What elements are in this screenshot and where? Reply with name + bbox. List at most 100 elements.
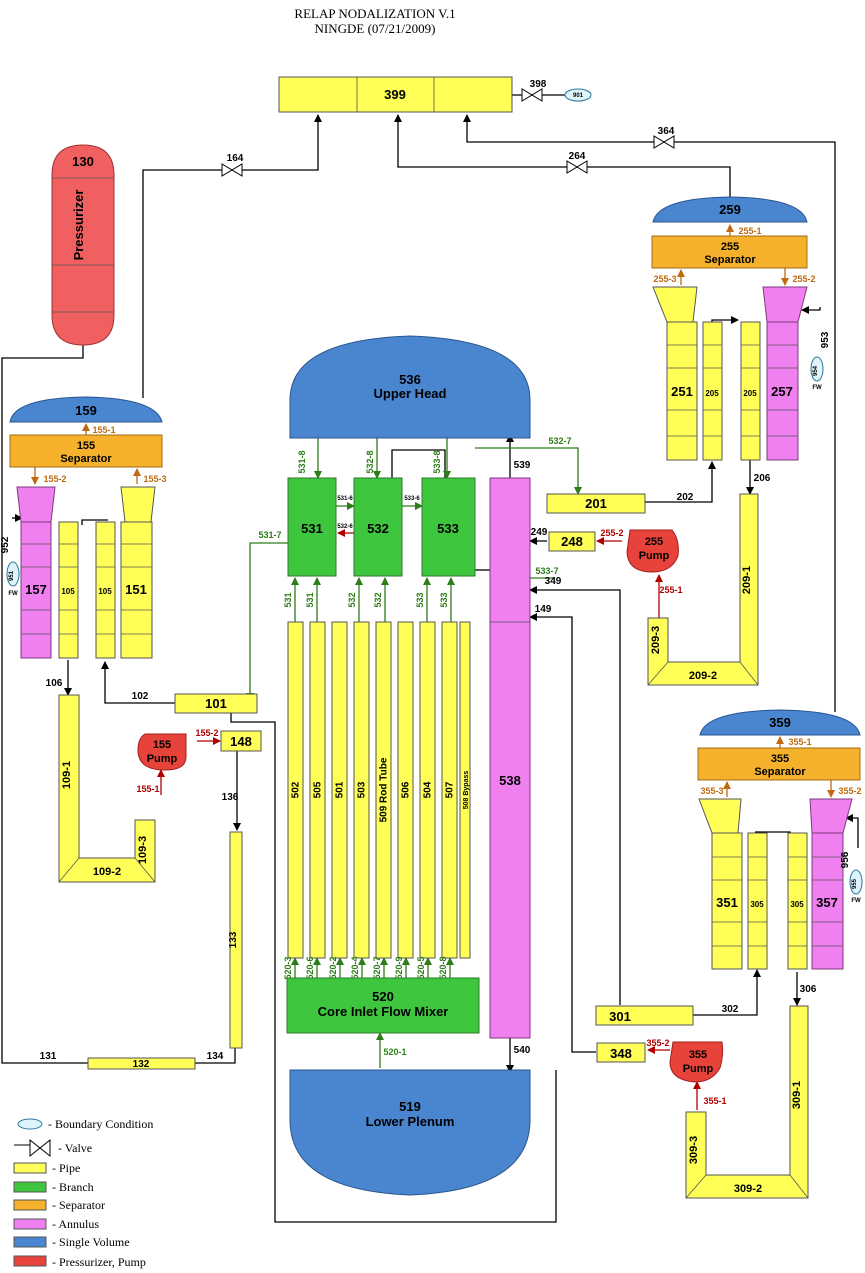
loop1-jn-106: 106 <box>46 678 63 689</box>
loop3-pipe-309: 309-1 309-2 309-3 <box>685 1005 809 1199</box>
downcomer-box <box>489 477 531 1039</box>
loop1-sep-j2: 155-2 <box>43 474 66 484</box>
loop3-pipe-2: 309-2 <box>734 1183 762 1195</box>
hot-leg-101-box <box>174 693 258 714</box>
loop2-fw-junction: 953 <box>820 331 831 348</box>
core-channel-label: 502 <box>291 781 302 798</box>
loop1-tube-a-label: 105 <box>61 587 75 596</box>
branch-lines <box>246 438 582 1068</box>
loop2-fw-bc: 954 <box>813 365 819 376</box>
loop1-riser-label: 151 <box>125 582 147 597</box>
loop1-separator-id: 155 <box>77 440 95 452</box>
jn-top-6: 533 <box>439 592 449 607</box>
loop2-pump-id: 255 <box>645 536 663 548</box>
pipe-132-label: 132 <box>133 1059 150 1070</box>
branch-532-label: 532 <box>367 521 389 536</box>
loop3-jn-302: 302 <box>722 1004 739 1015</box>
core-mixer-name: Core Inlet Flow Mixer <box>318 1004 449 1019</box>
loop1-sep-j1: 155-1 <box>92 425 115 435</box>
core-channel <box>375 621 392 959</box>
loop1-annulus-label: 157 <box>25 582 47 597</box>
loop2-jn-206: 206 <box>754 473 771 484</box>
loop1-pump-j1: 155-1 <box>136 784 159 794</box>
lower-plenum-519: 519 Lower Plenum <box>289 1069 531 1196</box>
loop1-dome <box>9 396 163 423</box>
valve-icon <box>221 163 243 177</box>
loop2-hot-leg-201: 201 <box>546 493 646 514</box>
core-bottom-junction: 520-3 <box>283 956 293 979</box>
loop3-jn-306: 306 <box>800 984 817 995</box>
loop2-tube-b <box>740 321 761 461</box>
upper-branches: 531 532 533 <box>287 477 476 577</box>
pump-icon <box>669 1041 724 1083</box>
loop1-pump-j2: 155-2 <box>195 728 218 738</box>
loop1-tube-a <box>58 521 79 659</box>
loop2-sep-j1: 255-1 <box>738 226 761 236</box>
loop2-tube-a-label: 205 <box>705 389 719 398</box>
jn-531-6: 531-6 <box>337 496 353 502</box>
core-bottom-junction: 520-7 <box>372 956 382 979</box>
jn-149: 149 <box>535 604 552 615</box>
jn-533-6: 533-6 <box>404 496 420 502</box>
core-channel-label: 504 <box>423 781 434 798</box>
core-channel-label: 507 <box>445 781 456 798</box>
jn-top-5: 533 <box>415 592 425 607</box>
loop2-sep-j2: 255-2 <box>792 274 815 284</box>
boundary-901-label: 901 <box>573 93 584 99</box>
valve-364: 364 <box>653 126 675 149</box>
loop1-separator <box>9 434 163 468</box>
pump-icon <box>137 733 187 771</box>
core-channel <box>441 621 458 959</box>
loop1-jn-102: 102 <box>132 691 149 702</box>
loop1-pump-id: 155 <box>153 739 171 751</box>
core-channel <box>397 621 414 959</box>
diagram-title: RELAP NODALIZATION V.1 <box>294 6 455 21</box>
jn-532-7: 532-7 <box>548 436 571 446</box>
boundary-901: 901 <box>564 88 592 102</box>
core-channel <box>353 621 370 959</box>
loop2-pump-j2: 255-2 <box>600 528 623 538</box>
loop1-tube-b-label: 105 <box>98 587 112 596</box>
loop3-separator-name: Separator <box>754 766 806 778</box>
jn-540: 540 <box>514 1045 531 1056</box>
loop2-separator-name: Separator <box>704 254 756 266</box>
loop3-fw-label: FW <box>851 898 861 904</box>
core-channel-label: 508 Bypass <box>463 771 470 810</box>
jn-249: 249 <box>531 527 548 538</box>
core-channel <box>309 621 326 959</box>
hot-leg-201-box <box>546 493 646 514</box>
valve-398: 398 <box>521 79 547 102</box>
jn-top-2: 531 <box>305 592 315 607</box>
diagram-subtitle: NINGDE (07/21/2009) <box>315 21 436 36</box>
loop3-tube-a <box>747 832 768 970</box>
pipe-swatch <box>13 1162 47 1174</box>
loop2-annulus-cone <box>762 286 808 323</box>
valve-icon <box>14 1138 51 1158</box>
core-channel-label: 503 <box>357 781 368 798</box>
loop3-u-pipe <box>685 1005 809 1199</box>
loop1-sep-j3: 155-3 <box>143 474 166 484</box>
loop1-pipe-133: 133 <box>228 831 243 1049</box>
boundary-condition-icon <box>810 356 824 382</box>
loop1-hot-leg-101: 101 <box>174 693 258 714</box>
pressurizer-130: 130 Pressurizer <box>51 144 115 346</box>
valve-398-label: 398 <box>530 79 547 90</box>
loop2-dome-label: 259 <box>719 202 741 217</box>
cold-leg-148-box <box>220 730 262 752</box>
jn-533-8: 533-8 <box>432 450 442 473</box>
core-channel <box>459 621 471 959</box>
loop1-jn-134: 134 <box>207 1051 224 1062</box>
loop1-pipe-132: 132 <box>87 1057 196 1070</box>
legend-valve: - Valve <box>58 1141 92 1155</box>
cold-leg-248-box <box>548 531 596 552</box>
loop3-separator-id: 355 <box>771 753 789 765</box>
hot-leg-101-label: 101 <box>205 696 227 711</box>
branch-533-label: 533 <box>437 521 459 536</box>
loop3-pump-id: 355 <box>689 1049 707 1061</box>
loop2-pipe-3: 209-3 <box>650 626 662 654</box>
loop3-riser-label: 351 <box>716 895 738 910</box>
loop2-jn-202: 202 <box>677 492 694 503</box>
loop3-steam-generator: 359 355 Separator 355-1 355-3 355-2 351 … <box>697 709 863 970</box>
upper-head-name: Upper Head <box>374 386 447 401</box>
lower-plenum-id: 519 <box>399 1099 421 1114</box>
